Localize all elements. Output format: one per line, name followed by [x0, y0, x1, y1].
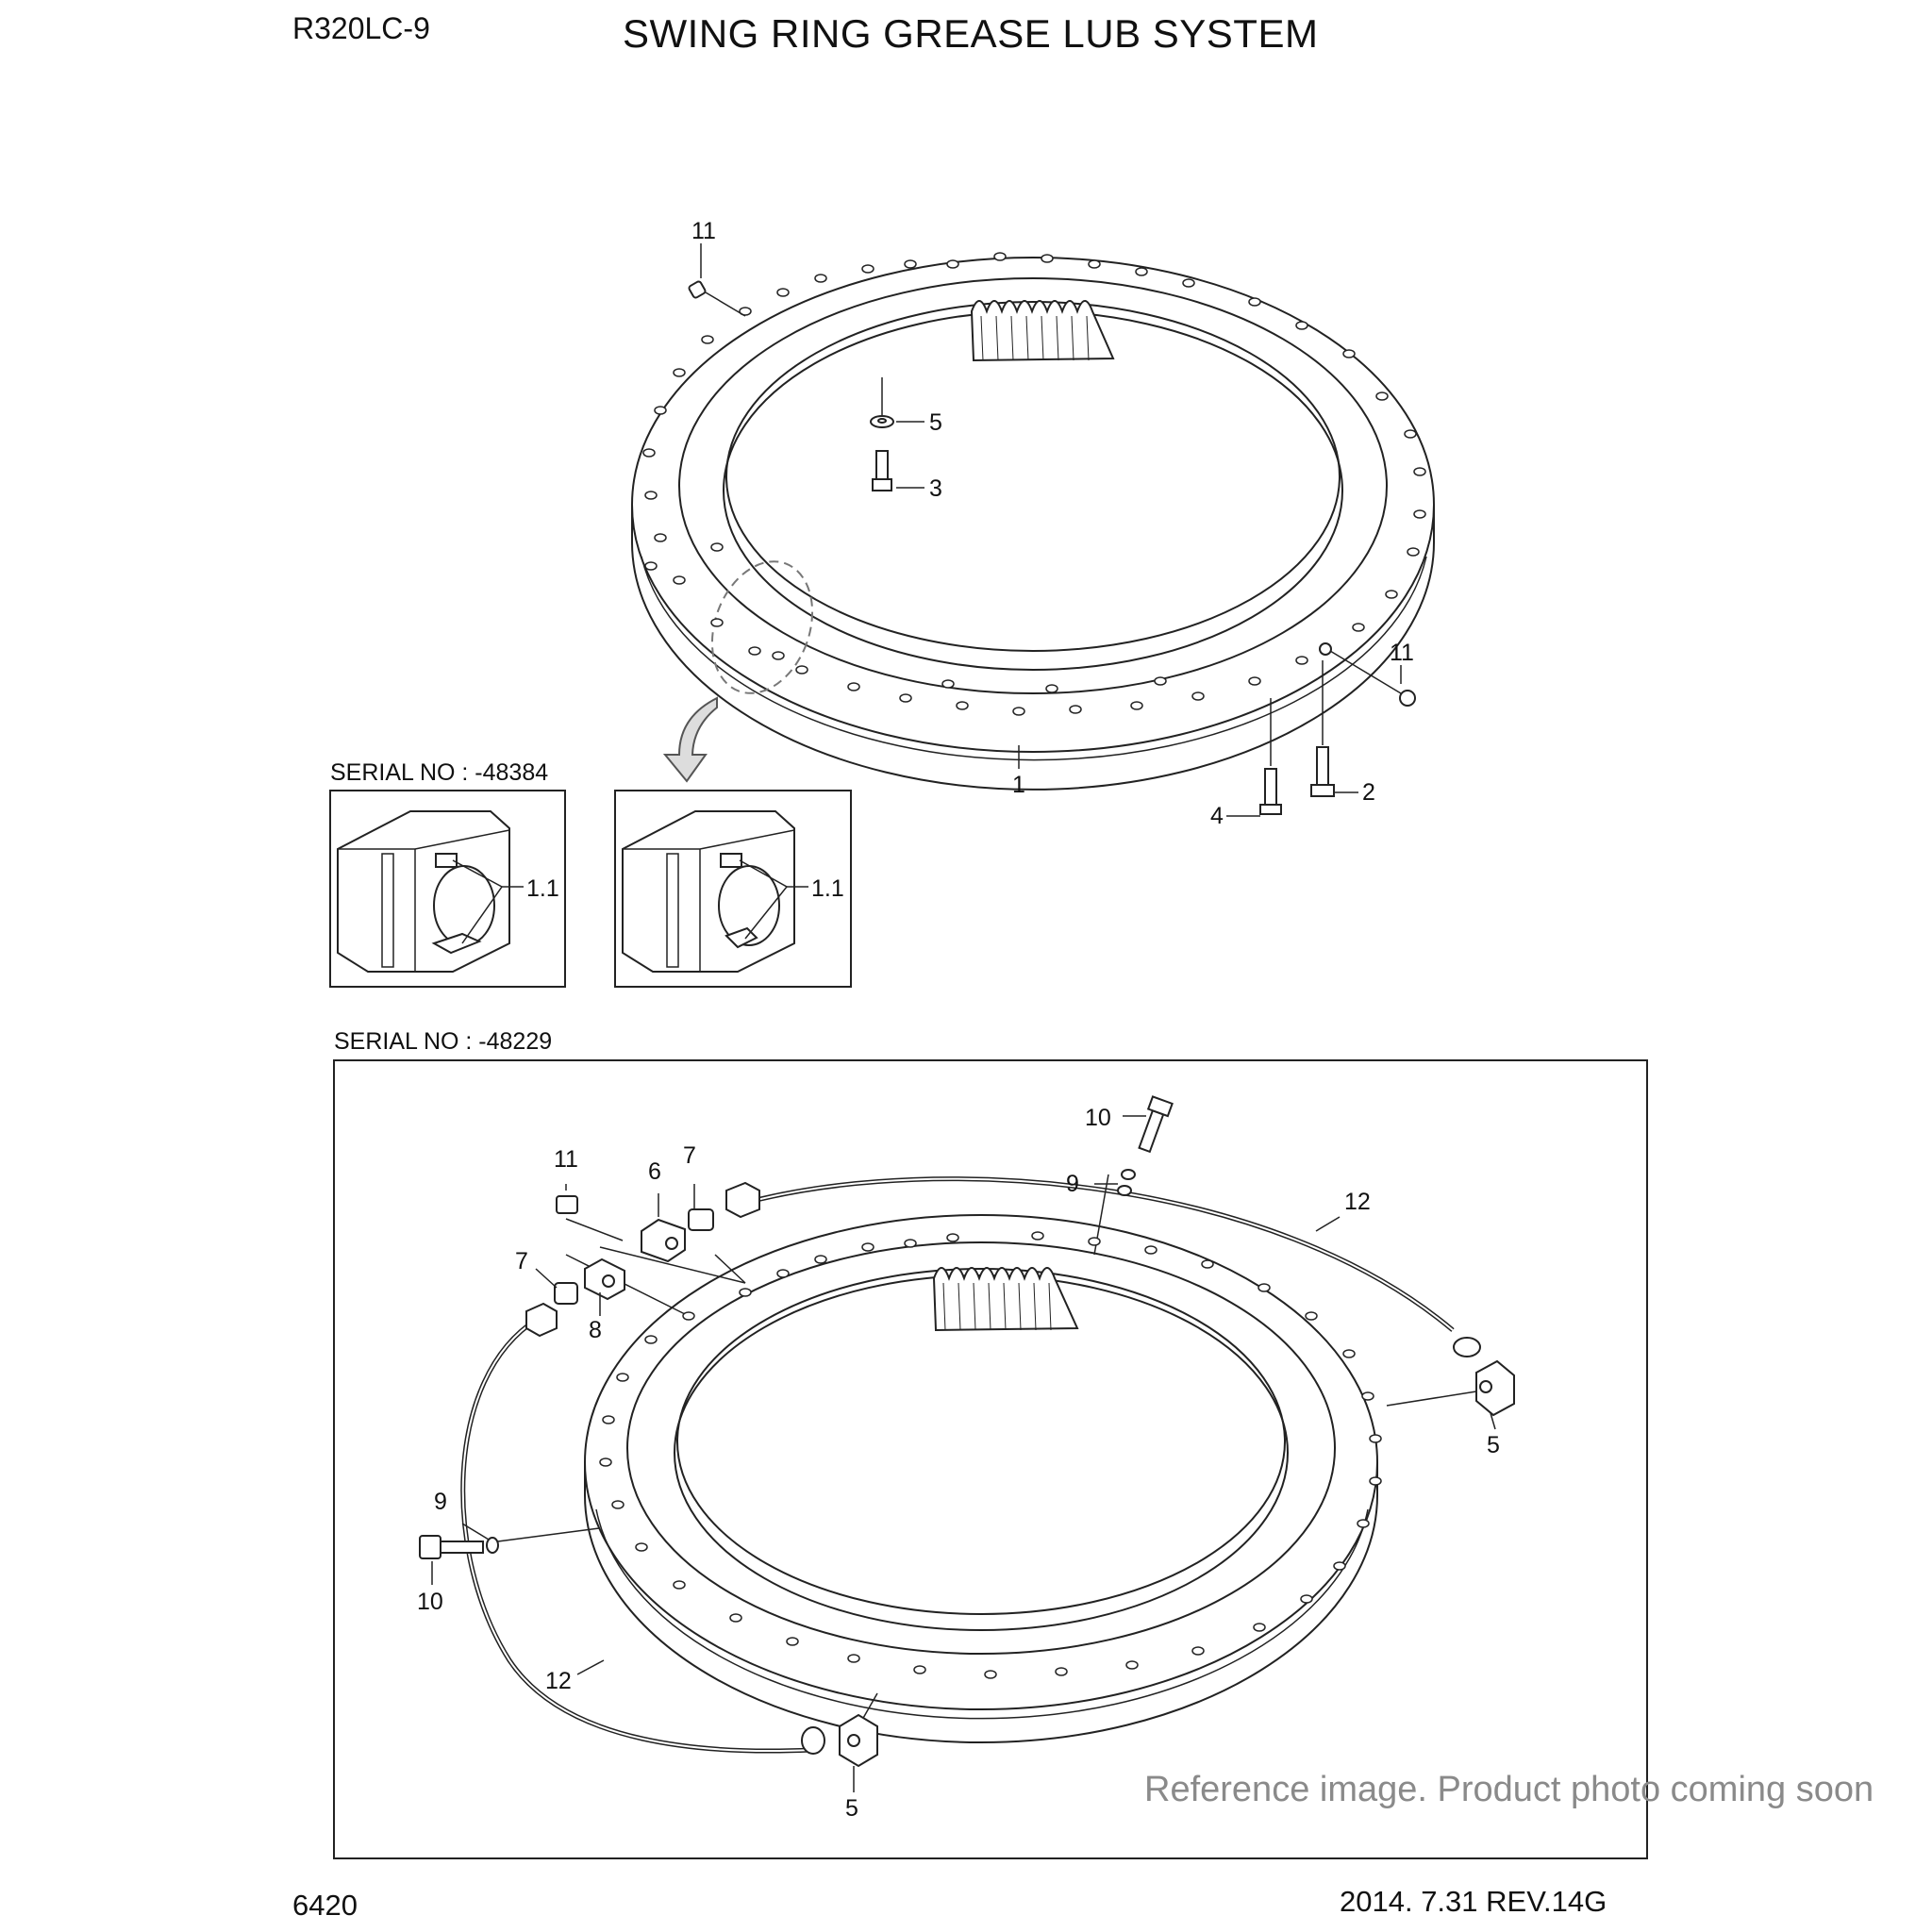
revision-date: 2014. 7.31 REV.14G [1340, 1885, 1607, 1918]
callout-label: 1.1 [526, 875, 559, 902]
washer-icon [1121, 1169, 1136, 1180]
callout-labels: 11 5 3 11 1 4 2 1.1 1.1 10 9 11 6 7 12 7… [417, 218, 1500, 1822]
nut-icon [525, 1302, 558, 1338]
page-number: 6420 [292, 1889, 358, 1922]
lower-swing-ring [460, 1174, 1477, 1754]
nut-icon [725, 1181, 760, 1219]
watermark-text: Reference image. Product photo coming so… [1144, 1770, 1874, 1809]
bolt-icon [1310, 746, 1335, 797]
model-number: R320LC-9 [292, 11, 430, 45]
serial-label-upper: SERIAL NO : -48384 [330, 759, 549, 786]
callout-label: 1.1 [811, 875, 844, 902]
detail-box-right [614, 790, 852, 988]
upper-parts [688, 280, 1416, 815]
callout-label: 2 [1362, 779, 1375, 806]
nut-icon [801, 1726, 825, 1755]
bolt-icon [419, 1535, 484, 1559]
washer-icon [486, 1537, 499, 1554]
callout-label: 11 [1390, 640, 1414, 666]
callout-label: 7 [683, 1142, 696, 1169]
nut-icon [1453, 1337, 1481, 1357]
bolt-icon [1259, 768, 1282, 815]
bolt-icon [1138, 1095, 1174, 1154]
callout-leaders [431, 243, 1496, 1792]
callout-label: 9 [434, 1489, 447, 1515]
plug-icon [554, 1282, 578, 1305]
fitting-block-icon [641, 1218, 686, 1263]
callout-label: 10 [1085, 1105, 1111, 1131]
callout-label: 3 [929, 475, 942, 502]
callout-label: 9 [1066, 1171, 1079, 1197]
grease-nipple-icon [1329, 650, 1416, 707]
plug-icon [688, 1208, 714, 1231]
lower-assembly-frame [333, 1059, 1648, 1859]
callout-label: 10 [417, 1589, 443, 1615]
fitting-block-icon [584, 1257, 625, 1301]
page-title: SWING RING GREASE LUB SYSTEM [623, 11, 1319, 56]
grease-nipple-icon [556, 1195, 578, 1214]
lower-parts [419, 1095, 1515, 1768]
callout-label: 8 [589, 1317, 602, 1343]
callout-label: 5 [1487, 1432, 1500, 1458]
callout-label: 4 [1210, 803, 1224, 829]
callout-label: 11 [691, 218, 716, 244]
elbow-fitting-icon [1475, 1359, 1515, 1417]
callout-label: 12 [545, 1668, 572, 1694]
callout-label: 11 [554, 1146, 578, 1173]
callout-label: 5 [845, 1795, 858, 1822]
washer-icon [870, 415, 894, 428]
callout-label: 5 [929, 409, 942, 436]
callout-label: 12 [1344, 1189, 1371, 1215]
elbow-fitting-icon [839, 1713, 878, 1768]
callout-label: 7 [515, 1248, 528, 1274]
washer-icon [1117, 1185, 1132, 1196]
upper-swing-ring [631, 257, 1435, 791]
serial-label-lower: SERIAL NO : -48229 [334, 1028, 553, 1055]
callout-label: 6 [648, 1158, 661, 1185]
detail-box-left [329, 790, 566, 988]
grease-nipple-icon [688, 280, 746, 317]
bolt-icon [872, 450, 892, 491]
callout-label: 1 [1012, 772, 1025, 798]
